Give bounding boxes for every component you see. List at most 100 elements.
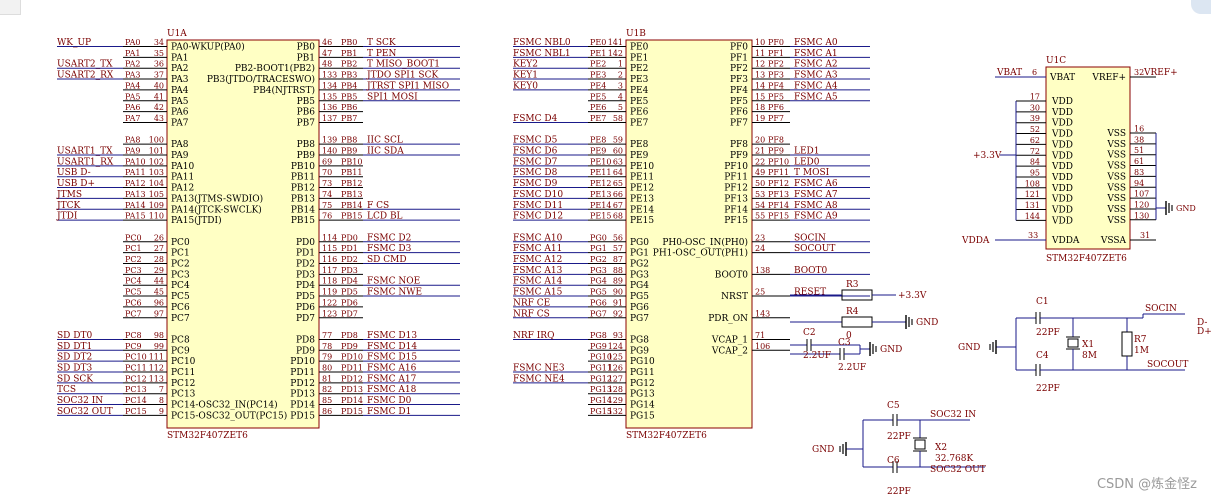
u1b-port-label: PE3 bbox=[590, 71, 606, 80]
u1b-pin-name: PG5 bbox=[630, 292, 649, 302]
u1b-net-label: FSMC A1 bbox=[794, 49, 838, 59]
vdd-pin-name: VDD bbox=[1051, 184, 1073, 194]
u1b-net-label: NRF IRQ bbox=[513, 331, 554, 341]
u1b-net-label: SOCIN bbox=[794, 233, 826, 243]
u1b-port-label: PF9 bbox=[768, 147, 784, 156]
u1b-net-label: FSMC A6 bbox=[794, 179, 838, 189]
u1b-pin-name: PF6 bbox=[730, 108, 748, 118]
u1a-port-label: PC13 bbox=[125, 385, 147, 394]
u1a-net-label: USART2_TX bbox=[57, 60, 113, 70]
window-button[interactable] bbox=[1191, 0, 1211, 14]
u1b-net-label: FSMC A13 bbox=[513, 266, 563, 276]
u1a-ref: U1A bbox=[167, 29, 187, 39]
u1b-pin-number: 106 bbox=[755, 342, 770, 351]
u1a-pin-number: 75 bbox=[322, 201, 332, 210]
u1b-pin-number: 129 bbox=[608, 396, 623, 405]
u1b-pin-name: PG11 bbox=[630, 368, 655, 378]
u1a-pin-number: 8 bbox=[159, 396, 164, 405]
u1b-net-label: FSMC A9 bbox=[794, 212, 838, 222]
r7-ref: R7 bbox=[1134, 335, 1147, 345]
u1a-pin-number: 35 bbox=[154, 49, 164, 58]
u1b-pin-name: PE6 bbox=[630, 108, 649, 118]
u1b-pin-name: PE2 bbox=[630, 64, 648, 74]
u1a-pin-number: 105 bbox=[149, 190, 164, 199]
u1a-pin-name: PA1 bbox=[171, 53, 188, 63]
u1a-port-label: PC2 bbox=[125, 255, 142, 264]
u1b-pin-name: PE3 bbox=[630, 75, 649, 85]
u1a-pin-name: PD12 bbox=[290, 379, 315, 389]
u1b-port-label: PE4 bbox=[590, 81, 606, 90]
u1a-pin-number: 111 bbox=[149, 353, 164, 362]
u1b-ref: U1B bbox=[626, 29, 646, 39]
u1b-pin-name: PF13 bbox=[724, 194, 748, 204]
u1a-port-label: PB7 bbox=[341, 114, 357, 123]
u1b-pin-number: 93 bbox=[613, 331, 623, 340]
u1a-pin-name: PC6 bbox=[171, 303, 190, 313]
vdd-pin-number: 39 bbox=[1030, 114, 1040, 123]
u1a-pin-number: 117 bbox=[322, 266, 337, 275]
u1b-net-label: FSMC A2 bbox=[794, 60, 838, 70]
soc32out-label: SOC32 OUT bbox=[930, 465, 986, 475]
u1b-port-label: PF6 bbox=[768, 103, 784, 112]
u1b-net-label: FSMC A11 bbox=[513, 244, 562, 254]
u1b-pin-name: PG12 bbox=[630, 379, 655, 389]
u1b-port-label: PG2 bbox=[590, 255, 607, 264]
u1b-pin-number: 143 bbox=[755, 309, 770, 318]
u1b-port-label: PG6 bbox=[590, 298, 607, 307]
u1b-pin-number: 58 bbox=[613, 114, 623, 123]
u1a-net-label: FSMC D3 bbox=[367, 244, 412, 254]
u1a-pin-name: PC14-OSC32_IN(PC14) bbox=[171, 400, 278, 411]
x2-ref: X2 bbox=[935, 443, 947, 453]
u1b-pin-name: PF10 bbox=[724, 162, 748, 172]
u1a-pin-name: PA9 bbox=[171, 151, 189, 161]
u1b-net-label: FSMC A8 bbox=[794, 201, 838, 211]
u1a-pin-name: PC5 bbox=[171, 292, 190, 302]
u1a-port-label: PC0 bbox=[125, 233, 142, 242]
u1a-port-label: PB12 bbox=[341, 179, 362, 188]
u1b-pin-name: PF8 bbox=[730, 140, 748, 150]
u1a-pin-name: PA10 bbox=[171, 162, 194, 172]
u1a-pin-name: PA14(JTCK-SWCLK) bbox=[171, 204, 262, 215]
u1b-net-label: FSMC A12 bbox=[513, 255, 562, 265]
u1a-pin-number: 77 bbox=[322, 331, 332, 340]
u1a-pin-number: 119 bbox=[322, 288, 337, 297]
u1b-pin-number: 56 bbox=[613, 233, 623, 242]
u1b-pin-number: 14 bbox=[755, 81, 765, 90]
u1b-pin-name: PG14 bbox=[630, 401, 655, 411]
u1a-pin-name: PD10 bbox=[290, 357, 315, 367]
u1a-port-label: PC7 bbox=[125, 309, 142, 318]
vss-pin-name: VSS bbox=[1106, 151, 1126, 161]
u1a-port-label: PD10 bbox=[341, 353, 363, 362]
vss-pin-name: VSS bbox=[1106, 205, 1126, 215]
u1b-pin-name: PG1 bbox=[630, 249, 649, 259]
u1a-pin-name: PC0 bbox=[171, 238, 190, 248]
u1a-net-label: JTMS bbox=[56, 190, 82, 200]
u1a-pin-number: 109 bbox=[149, 201, 164, 210]
u1b-port-label: PF12 bbox=[768, 179, 789, 188]
u1b-net-label: KEY2 bbox=[513, 60, 538, 70]
u1a-pin-number: 37 bbox=[154, 71, 164, 80]
u1a-pin-name: PB1 bbox=[297, 53, 315, 63]
vdd-pin-number: 144 bbox=[1025, 212, 1040, 221]
vdd-pin-name: VDD bbox=[1051, 206, 1073, 216]
u1a-port-label: PC1 bbox=[125, 244, 142, 253]
u1b-net-label: BOOT0 bbox=[794, 266, 828, 276]
u1a-net-label: USB D- bbox=[57, 168, 91, 178]
u1b-pin-name: PG7 bbox=[630, 314, 649, 324]
u1b-port-label: PG8 bbox=[590, 331, 607, 340]
u1a-net-label: FSMC A16 bbox=[367, 364, 417, 374]
u1b-pin-number: 20 bbox=[755, 136, 765, 145]
u1b-pin-name: PH1-OSC_OUT(PH1) bbox=[653, 248, 748, 259]
u1a-net-label: USART1_RX bbox=[57, 157, 114, 167]
u1c-body bbox=[1045, 66, 1131, 250]
vdd-pin-name: VDD bbox=[1051, 195, 1073, 205]
u1a-net-label: SD DT2 bbox=[57, 353, 92, 363]
u1b-net-label: FSMC NE3 bbox=[513, 364, 565, 374]
u1b-pin-number: 5 bbox=[618, 103, 623, 112]
u1b-port-label: PG14 bbox=[590, 396, 612, 405]
u1a-pin-name: PB6 bbox=[297, 108, 316, 118]
u1a-pin-name: PA11 bbox=[171, 173, 194, 183]
u1a-pin-name: PC11 bbox=[171, 368, 195, 378]
vdd-pin-name: VDD bbox=[1051, 216, 1073, 226]
u1a-pin-number: 134 bbox=[322, 81, 337, 90]
